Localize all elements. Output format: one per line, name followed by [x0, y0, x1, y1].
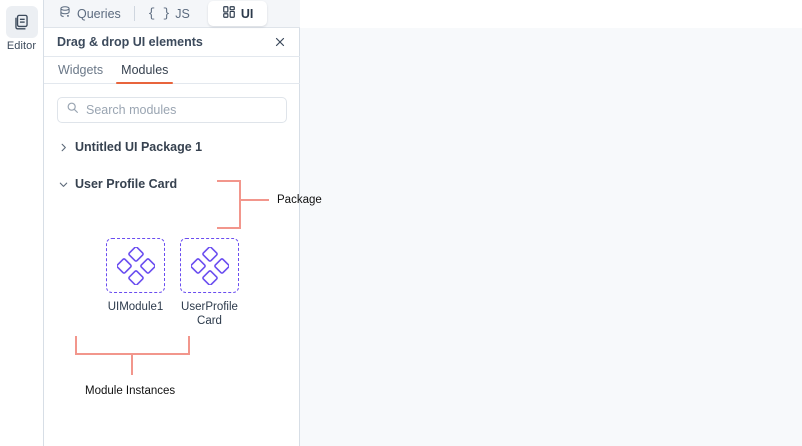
tab-ui[interactable]: UI [207, 1, 268, 26]
curly-braces-icon: { } [147, 6, 171, 21]
tab-ui-label: UI [240, 6, 254, 21]
tree-item-label: Untitled UI Package 1 [75, 140, 203, 154]
search-modules-input[interactable] [86, 103, 278, 117]
database-icon [58, 5, 72, 22]
tab-modules-label: Modules [121, 63, 169, 77]
tab-widgets[interactable]: Widgets [49, 63, 112, 83]
panel-tabbar: Queries { } JS UI [44, 0, 300, 28]
stacked-pages-icon [5, 6, 38, 38]
tab-js[interactable]: { } JS [138, 3, 200, 25]
four-diamonds-module-icon [106, 238, 165, 293]
module-instance-label: UIModule1 [107, 301, 164, 313]
canvas-area[interactable] [300, 28, 802, 446]
rail-item-editor[interactable]: Editor [2, 6, 42, 52]
panel-header: Drag & drop UI elements [44, 28, 300, 57]
tab-queries[interactable]: Queries [48, 1, 131, 26]
module-instance-grid: UIModule1 UserProfileCard [106, 238, 239, 328]
close-icon[interactable] [271, 33, 289, 51]
four-diamonds-module-icon [180, 238, 239, 293]
canvas-top-strip [300, 0, 802, 28]
search-modules-wrapper [57, 97, 287, 123]
grid-layout-icon [222, 5, 236, 22]
tree-item-user-profile-card[interactable]: User Profile Card [57, 170, 297, 198]
tree-item-untitled-ui-package-1[interactable]: Untitled UI Package 1 [57, 133, 297, 161]
panel-title: Drag & drop UI elements [57, 35, 203, 49]
module-tree: Untitled UI Package 1 User Profile Card [57, 133, 297, 198]
tab-queries-label: Queries [77, 6, 121, 21]
module-instance-uimodule1[interactable]: UIModule1 [106, 238, 165, 328]
left-rail: Editor [0, 0, 44, 446]
module-instance-label: UserProfileCard [181, 301, 238, 327]
ui-panel: Queries { } JS UI Drag & [44, 0, 300, 446]
search-modules-box[interactable] [57, 97, 287, 123]
rail-item-label: Editor [6, 40, 37, 52]
tab-js-label: JS [175, 6, 190, 21]
panel-subtabs: Widgets Modules [44, 57, 300, 84]
chevron-right-icon[interactable] [57, 142, 69, 153]
tree-item-label: User Profile Card [75, 177, 178, 191]
chevron-down-icon[interactable] [57, 179, 69, 190]
tab-divider [133, 6, 135, 21]
tab-modules[interactable]: Modules [112, 63, 177, 84]
search-icon [66, 101, 79, 119]
tab-widgets-label: Widgets [58, 63, 104, 77]
module-instance-userprofilecard[interactable]: UserProfileCard [180, 238, 239, 328]
